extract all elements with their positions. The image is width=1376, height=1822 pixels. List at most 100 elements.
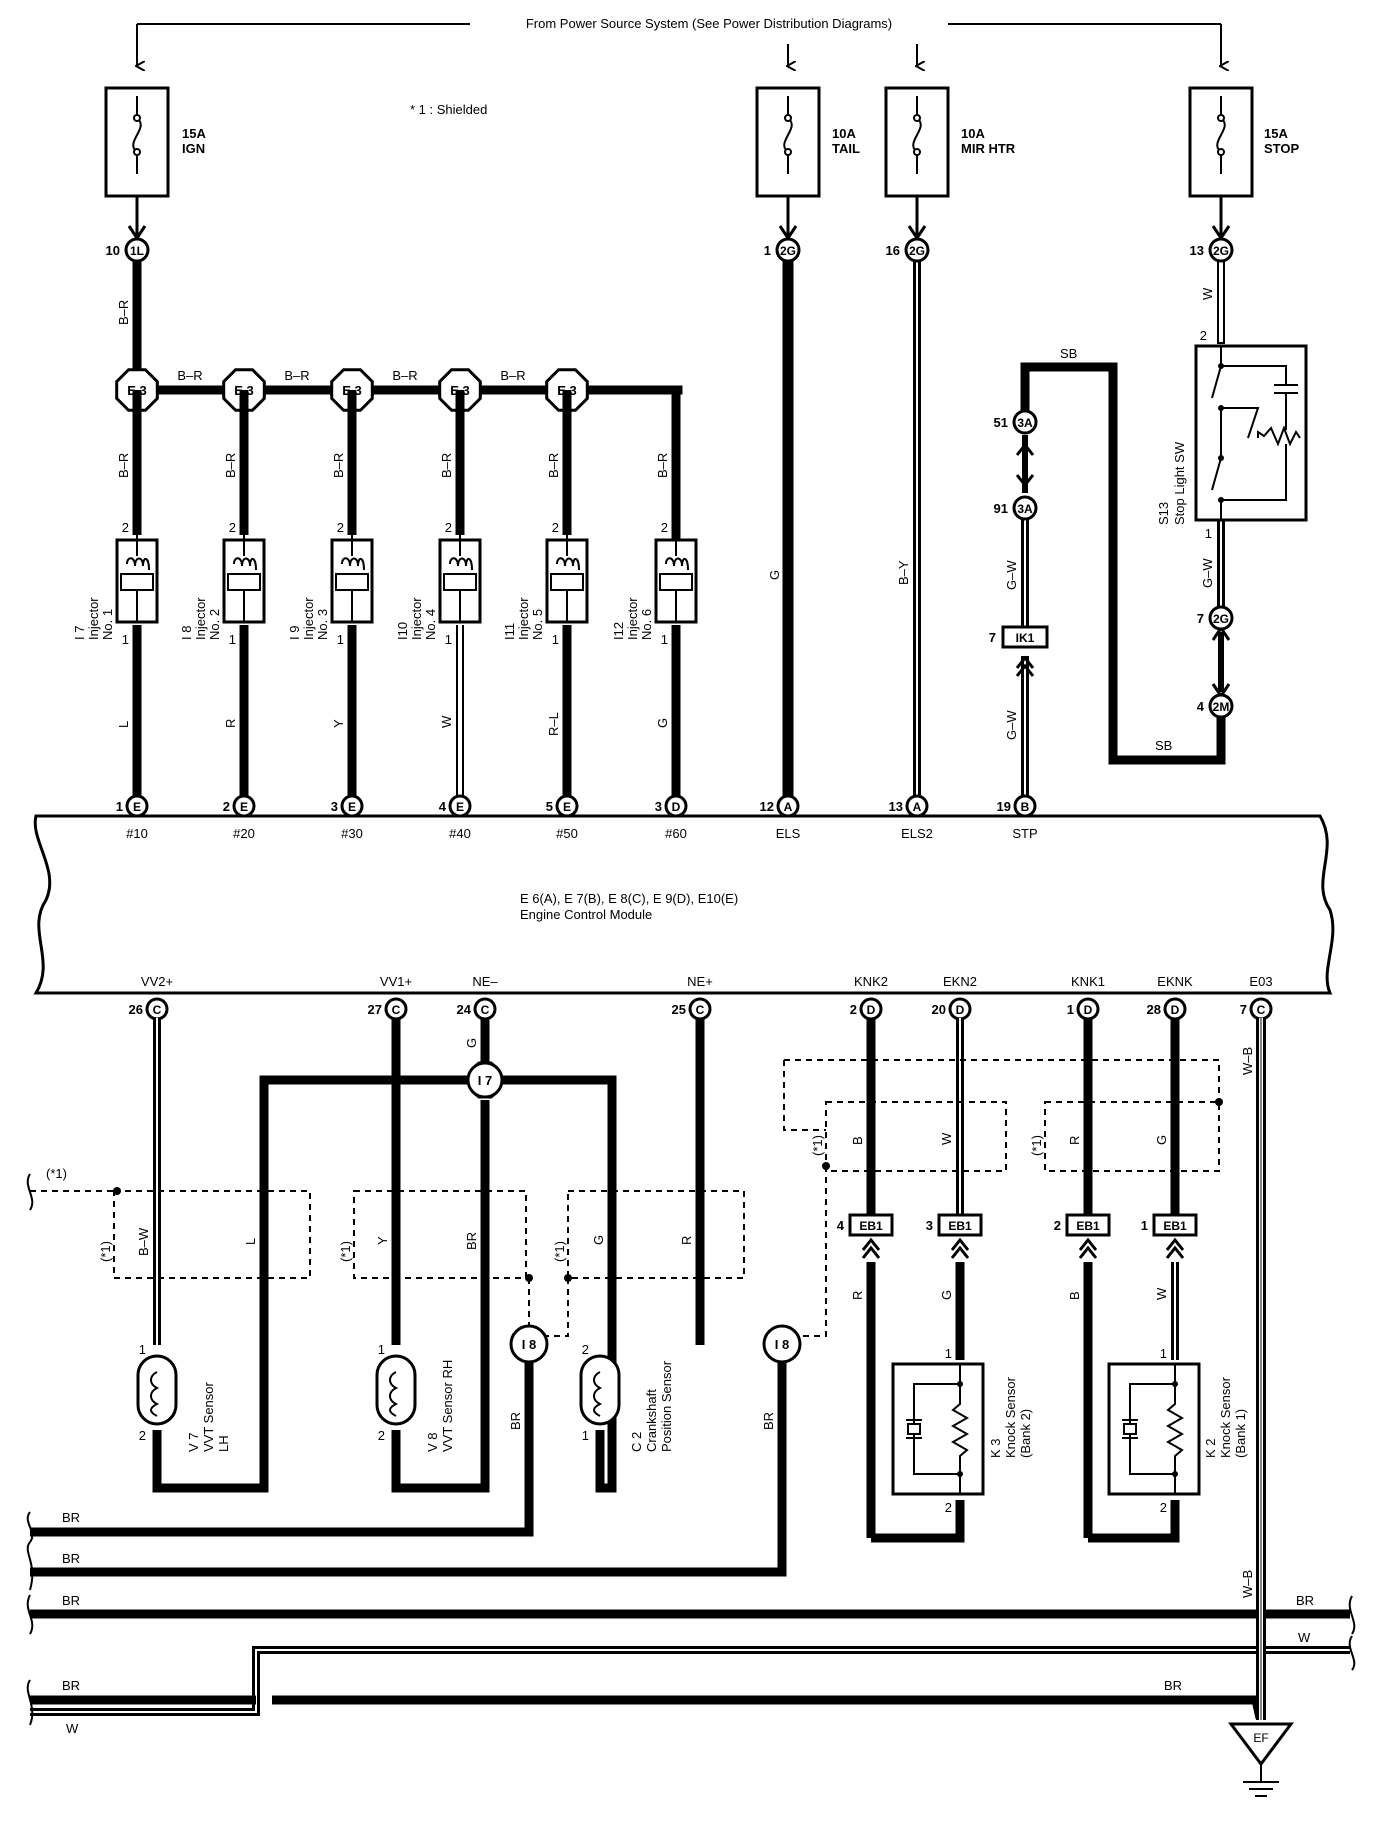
injector-pin-top: 2 [445,520,452,535]
injector-wire-in: B–R [546,453,561,478]
eb1-arrow [1165,1245,1185,1259]
bus-br-1: BR [62,1510,80,1525]
injector-number: No. 6 [639,609,654,640]
ecm-pin-number: 27 [368,1002,382,1017]
conn-2m-id: 2M [1213,700,1230,714]
fuse-stop-amps: 15A [1264,126,1288,141]
ecm-pin-term: EKN2 [943,974,977,989]
ecm-pin-term: #10 [126,826,148,841]
stop-switch-pin-top: 2 [1200,328,1207,343]
eb1-body [1065,1213,1111,1237]
wire-ekn2-w: W [939,1132,954,1145]
c2-line1: Crankshaft [644,1389,659,1452]
power-source-label: From Power Source System (See Power Dist… [526,16,892,31]
splice-bus-wire: B–R [392,368,417,383]
injector-pin-bot: 1 [229,632,236,647]
injector-name: Injector [301,597,316,640]
conn-2m-pin: 4 [1197,699,1205,714]
wire-break-marks [26,1173,1356,1726]
injector-wire-out: Y [331,719,346,728]
power-source-line: From Power Source System (See Power Dist… [137,16,1221,66]
injector-wire-out: R–L [546,712,561,736]
eb1-pin: 3 [926,1218,933,1233]
k3-line2: (Bank 2) [1018,1409,1033,1458]
injector-pin-top: 2 [337,520,344,535]
ecm-pin-term: KNK1 [1071,974,1105,989]
ecm-pin-conn: C [392,1003,401,1017]
k2-line1: Knock Sensor [1218,1376,1233,1458]
shield-tag-5: (*1) [810,1135,825,1156]
injector-core [659,573,693,591]
fuse-tail: 10A TAIL [755,86,860,198]
conn-3a1-pin: 51 [994,415,1008,430]
injector-wire-out: G [655,718,670,728]
eb1-arrow [861,1245,881,1259]
coil-icon [449,557,473,571]
junction-i8-right: I 8 [762,1324,802,1364]
ecm-pin-20: E2#20 [223,794,256,841]
injector-wire-out: L [116,721,131,728]
wire-e03-wb-top: W–B [1240,1047,1255,1075]
conn-3a2-id: 3A [1017,502,1033,516]
ecm-pin-term: VV2+ [141,974,173,989]
injector-pin-top: 2 [661,520,668,535]
sensor-k3: 1 2 K 3 Knock Sensor (Bank 2) [891,1346,1033,1515]
ecm-pin-term: #30 [341,826,363,841]
v8-pin1: 1 [378,1342,385,1357]
ecm-pin-circle [664,794,688,818]
ecm-pin-number: 7 [1240,1002,1247,1017]
injector-wire-in: B–R [655,453,670,478]
shield-dots [113,1098,1223,1282]
ecm-pin-number: 3 [655,799,662,814]
ecm-pin-circle [448,794,472,818]
conn-3a2-pin: 91 [994,501,1008,516]
bus-br-2: BR [62,1551,80,1566]
k3-pin2: 2 [945,1500,952,1515]
ecm-pin-circle [1013,794,1037,818]
v8-pin2: 2 [378,1428,385,1443]
ecm-pin-term: #60 [665,826,687,841]
conn-1l-pin: 10 [106,243,120,258]
injector-name: Injector [516,597,531,640]
eb1-pin: 1 [1141,1218,1148,1233]
v7-ref: V 7 [186,1432,201,1452]
conn-2g-pin: 7 [1197,611,1204,626]
eb1-label: EB1 [1163,1219,1187,1233]
junction-i7-label: I 7 [478,1073,492,1088]
ecm-pin-number: 25 [672,1002,686,1017]
ecm-pin-conn: D [672,800,681,814]
sensor-v8: 1 2 V 8 VVT Sensor RH [375,1342,455,1452]
conn-3a1-id: 3A [1017,416,1033,430]
wire-c2-g: G [591,1235,606,1245]
ecm-pin-50: E5#50 [546,794,579,841]
conn-2g-id: 2G [1213,612,1229,626]
fuse-mirhtr: 10A MIR HTR [884,86,1016,198]
wire-eb1-3-g: G [939,1290,954,1300]
eb1-arrow [1165,1237,1185,1251]
injector-ref: I 8 [179,626,194,640]
eb1-arrow [950,1237,970,1251]
wire-label-ik1-gw: G–W [1004,710,1019,740]
conn-tail-id: 2G [780,244,796,258]
injector-pin-bot: 1 [445,632,452,647]
ecm-pin-circle [555,794,579,818]
fuse-tail-name: TAIL [832,141,860,156]
ecm-pin-term: EKNK [1157,974,1193,989]
stop-light-switch: 2 1 S13 Stop Light SW [1156,328,1308,541]
wire-c2-r: R [679,1236,694,1245]
fuse-mirhtr-amps: 10A [961,126,985,141]
injector-ref: I11 [502,623,517,640]
wire-eb1-4-r: R [850,1291,865,1300]
eb1-body [937,1213,983,1237]
ecm-pin-term: KNK2 [854,974,888,989]
bus-br-4: BR [62,1678,80,1693]
wire-knk1-r: R [1067,1136,1082,1145]
